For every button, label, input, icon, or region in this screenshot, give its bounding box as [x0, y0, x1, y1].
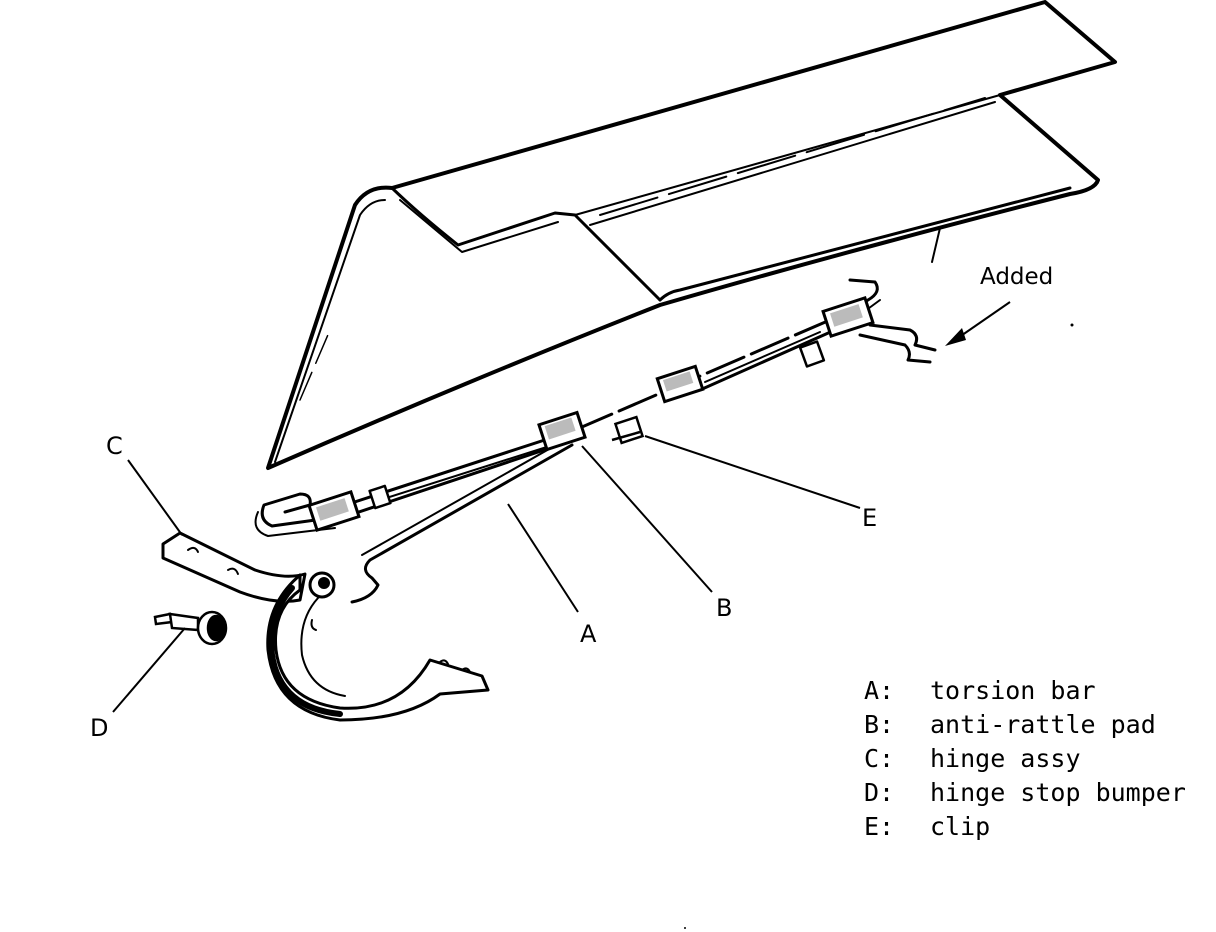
anti-rattle-pad-right	[821, 295, 875, 339]
leader-line-c	[127, 459, 183, 536]
hinge-stop-bumper	[153, 610, 228, 646]
hinge-assy	[161, 531, 490, 722]
legend-key: B:	[864, 710, 895, 739]
trunk-lid-panel	[266, 0, 1117, 470]
added-arrowhead	[945, 328, 966, 346]
leader-line-b	[581, 445, 713, 593]
leader-line-a	[507, 503, 579, 613]
leader-line-e	[644, 435, 861, 509]
anti-rattle-pad-center	[537, 410, 587, 452]
leader-line-added	[954, 301, 1011, 341]
legend-row-b: B: anti-rattle pad	[864, 710, 1186, 744]
legend-row-c: C: hinge assy	[864, 744, 1186, 778]
leader-lines	[112, 301, 1011, 713]
torsion-bar-assembly	[254, 278, 937, 604]
legend-row-e: E: clip	[864, 812, 1186, 846]
leader-line-d	[112, 627, 186, 713]
legend-key: A:	[864, 676, 895, 705]
callout-b: B	[716, 594, 733, 622]
anti-rattle-pad-left	[307, 489, 361, 533]
legend-row-a: A: torsion bar	[864, 676, 1186, 710]
legend-text: clip	[930, 812, 991, 841]
anti-rattle-pad-mid-right	[655, 364, 705, 404]
legend-text: hinge assy	[930, 744, 1081, 773]
legend-row-d: D: hinge stop bumper	[864, 778, 1186, 812]
legend-text: hinge stop bumper	[930, 778, 1186, 807]
callout-c: C	[106, 432, 123, 460]
anti-rattle-pads	[307, 295, 875, 533]
legend-key: C:	[864, 744, 895, 773]
callout-e: E	[862, 504, 878, 532]
legend-key: E:	[864, 812, 895, 841]
added-label: Added	[980, 264, 1054, 290]
legend-text: torsion bar	[930, 676, 1096, 705]
callout-a: A	[580, 620, 597, 648]
clip-part	[611, 415, 645, 445]
legend-key: D:	[864, 778, 895, 807]
legend: A: torsion bar B: anti-rattle pad C: hinge …	[864, 676, 1186, 846]
legend-text: anti-rattle pad	[930, 710, 1156, 739]
callout-d: D	[90, 714, 109, 742]
